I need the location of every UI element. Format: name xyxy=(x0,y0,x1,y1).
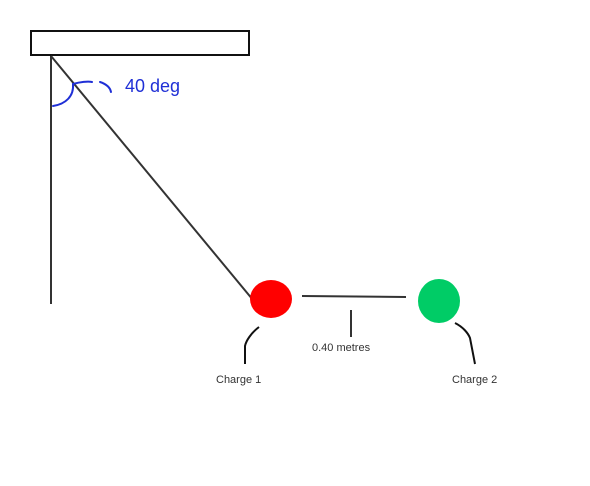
charge1-label: Charge 1 xyxy=(216,374,262,386)
charge1-leader xyxy=(244,326,260,364)
charge-1 xyxy=(250,280,292,318)
charge-2 xyxy=(418,279,460,323)
ceiling-support xyxy=(30,30,250,56)
angle-label: 40 deg xyxy=(125,76,181,96)
charge2-label: Charge 2 xyxy=(452,374,498,386)
angle-arc-tail xyxy=(99,81,112,93)
distance-line xyxy=(301,295,407,298)
pendulum-string xyxy=(50,55,254,301)
charge2-leader xyxy=(454,322,476,365)
distance-label: 0.40 metres xyxy=(312,342,371,354)
angle-arc xyxy=(52,80,93,107)
